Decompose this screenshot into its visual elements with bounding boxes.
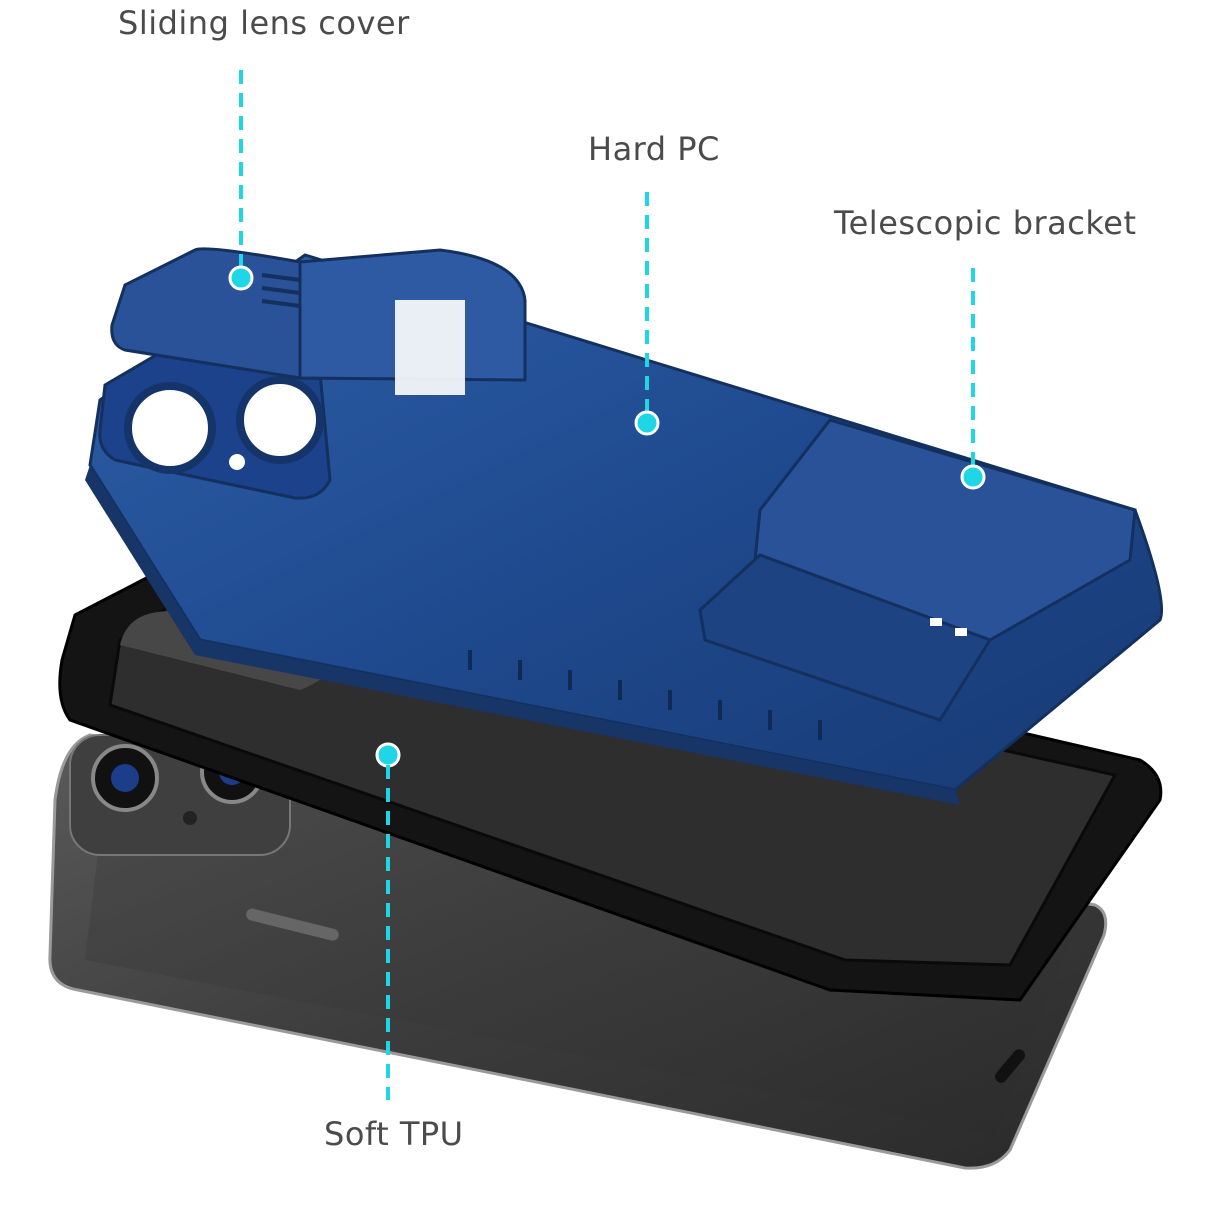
hard-pc-edge-ridges (468, 650, 822, 740)
telescopic-bracket (698, 418, 1137, 722)
callout-hard-pc (634, 192, 660, 436)
callout-sliding-lens-cover (228, 70, 254, 291)
hard-pc-shell (85, 247, 1164, 805)
label-soft-tpu: Soft TPU (324, 1115, 464, 1153)
label-hard-pc: Hard PC (588, 130, 720, 168)
callout-soft-tpu (375, 742, 401, 1100)
label-sliding-lens-cover: Sliding lens cover (118, 4, 410, 42)
callout-telescopic-bracket (960, 268, 986, 490)
label-telescopic-bracket: Telescopic bracket (834, 204, 1137, 242)
